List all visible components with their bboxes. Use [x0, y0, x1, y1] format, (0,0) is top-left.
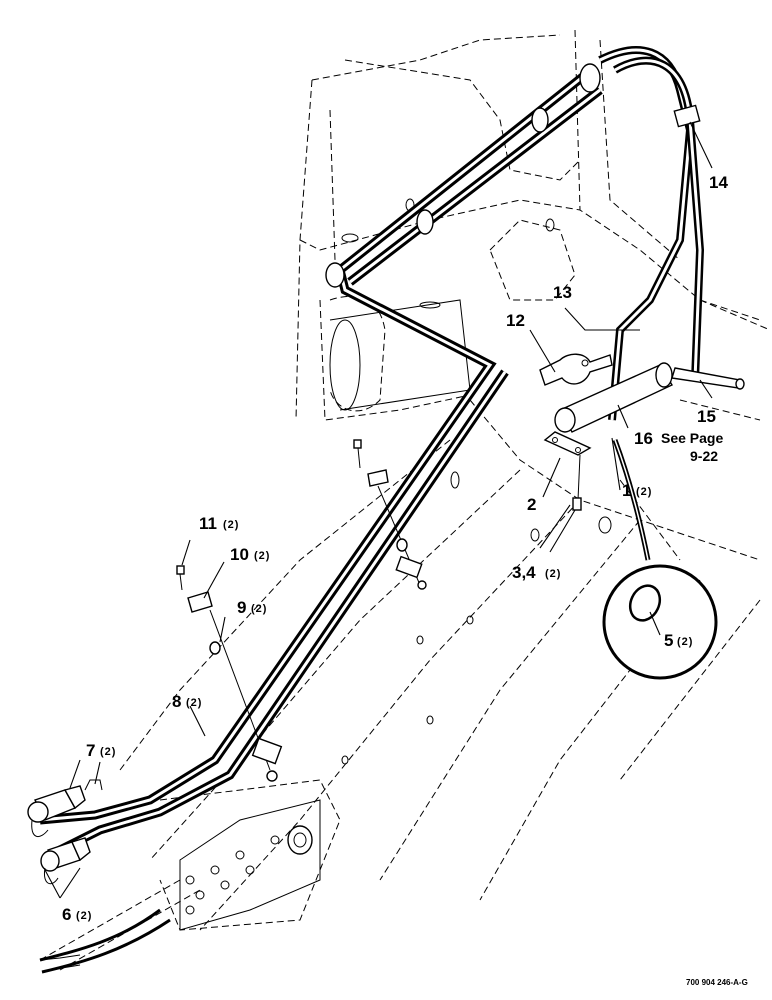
callout-14: 14 [709, 173, 728, 192]
svg-text:16: 16 [634, 429, 653, 448]
svg-text:(2): (2) [545, 568, 561, 580]
svg-text:8: 8 [172, 692, 181, 711]
svg-text:(2): (2) [76, 910, 92, 922]
svg-text:(2): (2) [186, 697, 202, 709]
callout-5: 5 (2) [664, 631, 693, 650]
leader-lines [44, 121, 713, 899]
callout-1: 1 (2) [622, 481, 652, 500]
callout-9: 9 (2) [237, 598, 267, 617]
callout-3-4: 3,4 (2) [512, 563, 561, 582]
hose-clamp [539, 353, 613, 386]
frame-holes [341, 198, 612, 765]
machine-frame [39, 29, 771, 971]
callout-12: 12 [506, 311, 525, 330]
callout-7: 7 (2) [86, 741, 116, 760]
callout-15: 15 [697, 407, 716, 426]
callout-10: 10 (2) [230, 545, 270, 564]
see-page-number: 9-22 [690, 448, 718, 464]
callout-labels: 1 (2) 2 3,4 (2) 5 (2) 6 (2) 7 (2) 8 (2) … [62, 173, 728, 924]
svg-text:(2): (2) [254, 550, 270, 562]
hydraulic-cylinder [554, 362, 745, 433]
svg-text:13: 13 [553, 283, 572, 302]
see-page-note: See Page [661, 430, 723, 446]
svg-text:3,4: 3,4 [512, 563, 536, 582]
svg-text:6: 6 [62, 905, 71, 924]
detail-circle-oring [602, 439, 718, 680]
svg-text:(2): (2) [636, 486, 652, 498]
callout-11: 11 (2) [199, 514, 239, 533]
svg-text:2: 2 [527, 495, 536, 514]
callout-6: 6 (2) [62, 905, 92, 924]
svg-text:10: 10 [230, 545, 249, 564]
valve-block [39, 799, 321, 974]
svg-text:14: 14 [709, 173, 728, 192]
callout-13: 13 [553, 283, 572, 302]
svg-text:11: 11 [199, 514, 217, 533]
callout-2: 2 [527, 495, 536, 514]
cylinder-housing [329, 299, 471, 411]
svg-text:12: 12 [506, 311, 525, 330]
svg-text:15: 15 [697, 407, 716, 426]
block-holes [185, 835, 280, 915]
callout-16: 16 See Page 9-22 [634, 429, 723, 464]
svg-text:5: 5 [664, 631, 673, 650]
fastener-stack [176, 439, 427, 782]
svg-text:(2): (2) [677, 636, 693, 648]
svg-text:(2): (2) [223, 519, 239, 531]
svg-text:9: 9 [237, 598, 246, 617]
mounting-plate [543, 431, 592, 511]
reference-code: 700 904 246-A-G [686, 978, 748, 987]
quick-couplers [27, 779, 103, 885]
callout-8: 8 (2) [172, 692, 202, 711]
svg-text:(2): (2) [100, 746, 116, 758]
svg-text:7: 7 [86, 741, 95, 760]
svg-text:(2): (2) [251, 603, 267, 615]
svg-text:1: 1 [622, 481, 631, 500]
hydraulic-hose-right [598, 46, 705, 421]
hydraulic-hose-assembly [39, 63, 603, 860]
